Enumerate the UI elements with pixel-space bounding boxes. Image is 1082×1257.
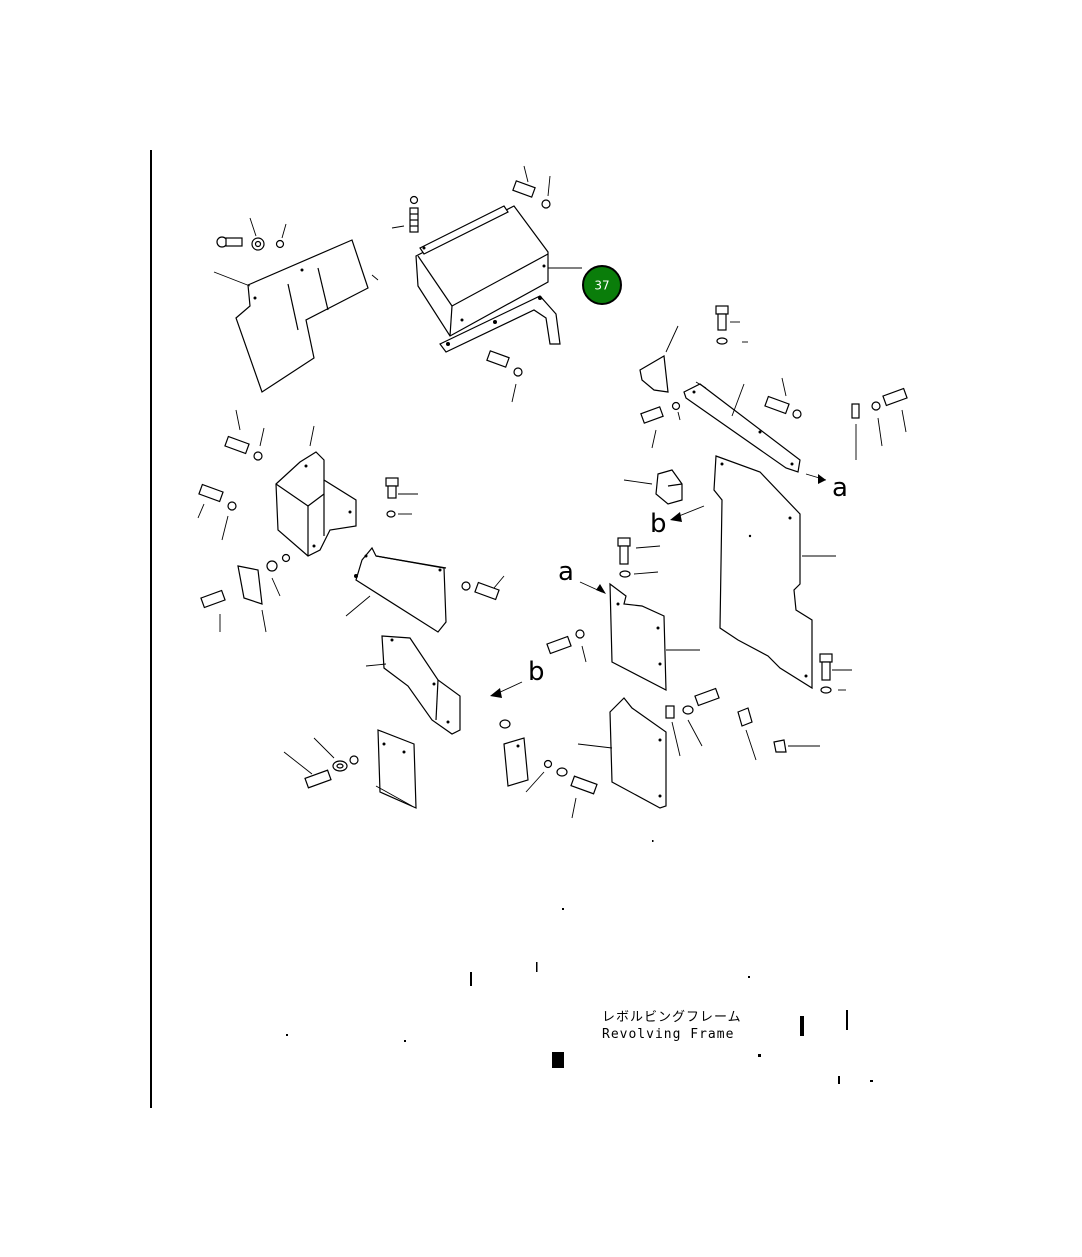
left-bracket-top-bolt[interactable] [224,409,265,461]
rubber-block[interactable] [623,469,683,505]
caption-english: Revolving Frame [602,1027,734,1042]
lower-right-vertical-bolt[interactable] [819,653,852,694]
small-angle-bracket[interactable] [639,325,679,393]
far-right-bolt-set[interactable] [851,387,908,460]
lower-center-bolt[interactable] [546,629,587,663]
large-side-panel[interactable] [713,455,836,690]
lower-right-cover[interactable] [577,697,667,809]
left-center-bolt-set[interactable] [385,477,418,518]
lower-right-bolt-set[interactable] [665,687,720,757]
rail-left-bolt[interactable] [640,401,681,449]
caption-japanese: レボルビングフレーム [602,1010,742,1025]
svg-text:b: b [650,509,667,539]
center-cover-plate[interactable] [609,582,700,692]
svg-text:a: a [558,557,574,587]
rail-middle-bolt[interactable] [764,377,802,419]
lower-left-bolt-set[interactable] [283,737,359,789]
reference-arrow-a-right: a [805,473,848,503]
top-center-vertical-bolt[interactable] [391,195,419,233]
shim-washers[interactable] [266,553,291,597]
left-side-bolt[interactable] [197,483,237,541]
part-hotspot-37[interactable]: 37 [582,265,622,305]
svg-text:a: a [832,473,848,503]
scan-specks [286,840,873,1084]
lower-left-plate[interactable] [375,729,417,809]
long-mounting-rail[interactable] [683,381,801,473]
small-nut[interactable] [773,739,820,753]
lower-l-bracket[interactable] [365,635,461,735]
top-center-upper-bolt[interactable] [512,165,551,209]
small-clip[interactable] [737,707,757,761]
top-left-bolt-washer-set[interactable] [216,217,287,251]
reference-arrow-a-center: a [558,557,606,594]
top-left-cover-plate[interactable] [213,239,379,393]
diagram-caption: レボルビングフレーム Revolving Frame [602,1010,742,1042]
long-flat-bracket[interactable] [345,546,447,633]
shim-bolt[interactable] [200,589,226,632]
top-center-cover[interactable] [415,205,561,353]
flat-bracket-bolt[interactable] [461,575,505,601]
svg-text:b: b [528,657,545,687]
hotspot-number: 37 [594,279,609,293]
small-shim-plate[interactable] [237,565,267,633]
reference-arrow-b-upper: b [650,505,705,539]
reference-arrow-b-lower: b [490,657,545,698]
upper-right-vertical-bolt[interactable] [715,305,748,345]
left-box-bracket[interactable] [275,425,357,557]
lower-small-bracket[interactable] [499,719,529,787]
center-vertical-bolt[interactable] [617,537,661,578]
top-center-lower-bolt[interactable] [486,350,523,403]
lower-center-washers-bolt[interactable] [525,759,598,819]
